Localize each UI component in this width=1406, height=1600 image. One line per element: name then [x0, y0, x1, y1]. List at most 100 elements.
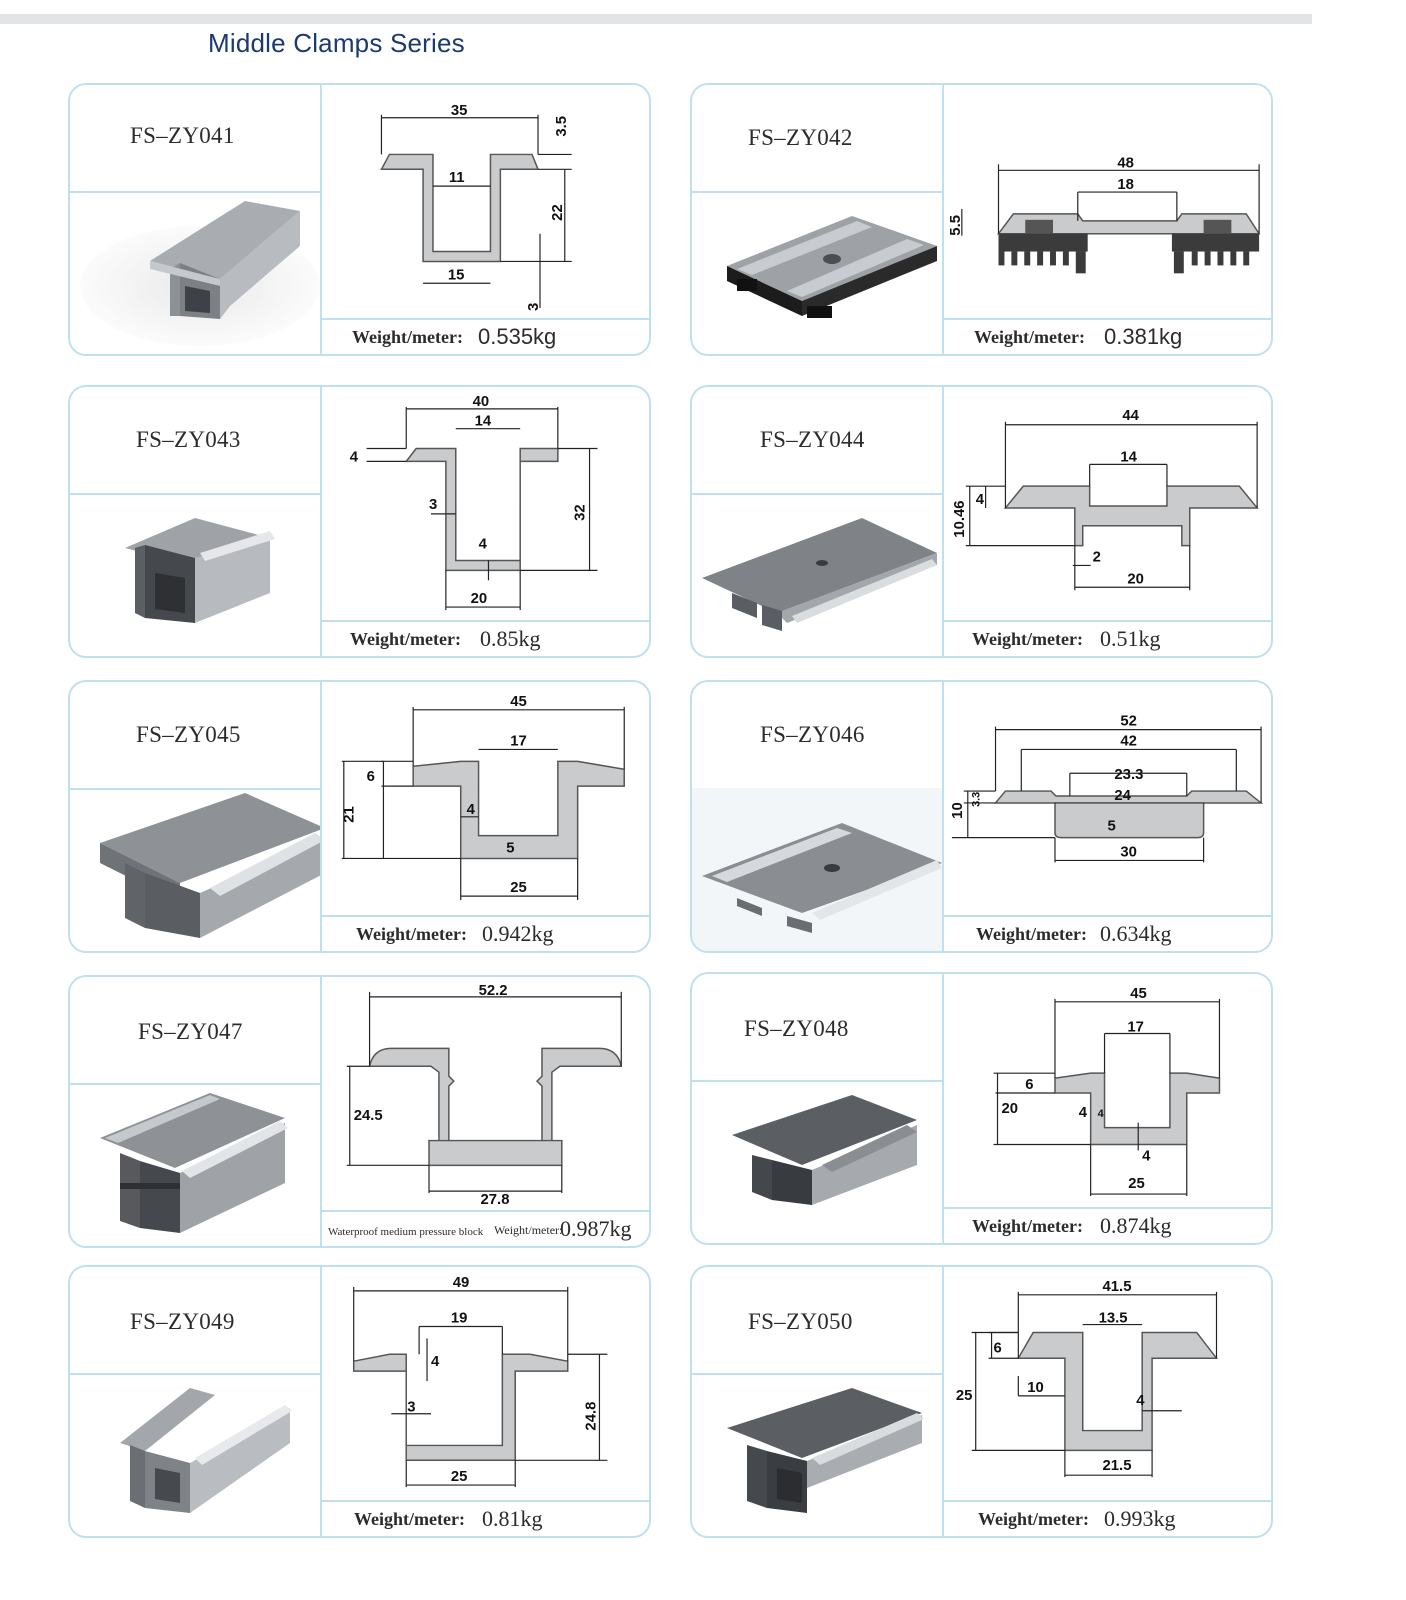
dimension-label: 4 — [1142, 1148, 1151, 1164]
dimension-label: 10 — [1027, 1380, 1044, 1396]
product-card: FS–ZY042 — [690, 83, 1273, 356]
cross-section-drawing: 52 42 23.3 24 3.3 10 5 30 — [944, 682, 1271, 917]
dimension-label: 3 — [429, 497, 437, 513]
product-card: FS–ZY050 41.5 13.5 6 — [690, 1265, 1273, 1538]
product-code: FS–ZY048 — [744, 1016, 849, 1041]
weight-value: 0.51kg — [1100, 626, 1161, 651]
product-info: FS–ZY050 — [692, 1267, 944, 1536]
product-photo — [70, 1083, 320, 1246]
weight-value: 0.942kg — [482, 921, 554, 946]
dimension-label: 23.3 — [1114, 767, 1143, 783]
dimension-label: 21.5 — [1103, 1458, 1132, 1474]
dimension-label: 11 — [449, 170, 465, 186]
weight-row: Weight/meter: 0.874kg — [944, 1207, 1271, 1243]
product-photo — [70, 788, 320, 951]
product-spec: 45 17 6 20 4 4 4 25 Weight/meter: 0.874k… — [944, 974, 1271, 1243]
weight-row: Weight/meter: 0.85kg — [322, 620, 649, 656]
product-photo — [70, 191, 320, 354]
weight-row: Weight/meter: 0.535kg — [322, 318, 649, 354]
dimension-label: 17 — [1127, 1020, 1144, 1036]
code-cell: FS–ZY043 — [70, 387, 320, 495]
product-card: FS–ZY045 45 17 — [68, 680, 651, 953]
cross-section-drawing: 45 17 6 20 4 4 4 25 — [944, 974, 1271, 1209]
weight-value: 0.81kg — [482, 1506, 543, 1531]
product-card: FS–ZY044 44 14 4 — [690, 385, 1273, 658]
cross-section-drawing: 41.5 13.5 6 25 10 4 21.5 — [944, 1267, 1271, 1502]
dimension-label: 14 — [475, 414, 492, 430]
dimension-label: 4 — [1136, 1393, 1145, 1409]
weight-row: Weight/meter: 0.51kg — [944, 620, 1271, 656]
code-cell: FS–ZY041 — [70, 85, 320, 193]
dimension-label: 5 — [506, 841, 514, 857]
product-photo — [692, 493, 942, 656]
weight-label: Weight/meter: — [350, 629, 461, 649]
code-cell: FS–ZY045 — [70, 682, 320, 790]
dimension-label: 20 — [1127, 571, 1144, 587]
product-photo — [692, 1373, 942, 1536]
product-spec: 35 11 15 22 3.5 3 Weight/meter: 0.535kg — [322, 85, 649, 354]
product-spec: 48 18 5.5 Weight/meter: 0.381kg — [944, 85, 1271, 354]
weight-label: Weight/meter: — [972, 1216, 1083, 1236]
dimension-label: 17 — [510, 733, 527, 749]
dimension-label: 3 — [407, 1400, 415, 1416]
dimension-label: 22 — [550, 204, 566, 221]
dimension-label: 4 — [1079, 1105, 1088, 1121]
weight-value: 0.993kg — [1104, 1506, 1176, 1531]
product-code: FS–ZY044 — [760, 427, 865, 452]
product-info: FS–ZY047 — [70, 977, 322, 1246]
product-card: FS–ZY043 40 14 4 3 — [68, 385, 651, 658]
dimension-label: 3.3 — [971, 792, 983, 807]
product-code: FS–ZY046 — [760, 722, 865, 747]
dimension-label: 24.5 — [354, 1108, 383, 1124]
product-spec: 49 19 4 3 24.8 25 Weight/meter: 0.81kg — [322, 1267, 649, 1536]
dimension-label: 4 — [431, 1354, 440, 1370]
product-spec: 44 14 4 10.46 2 20 Weight/meter: 0.51kg — [944, 387, 1271, 656]
dimension-label: 25 — [956, 1388, 973, 1404]
dimension-label: 21 — [342, 806, 358, 823]
code-cell: FS–ZY044 — [692, 387, 942, 495]
weight-value: 0.987kg — [560, 1216, 632, 1241]
product-info: FS–ZY043 — [70, 387, 322, 656]
dimension-label: 49 — [453, 1275, 470, 1291]
dimension-label: 14 — [1120, 449, 1137, 465]
dimension-label: 4 — [976, 492, 985, 508]
top-rule — [0, 14, 1312, 24]
dimension-label: 13.5 — [1099, 1311, 1128, 1327]
cross-section-drawing: 48 18 5.5 — [944, 85, 1271, 320]
cross-section-drawing: 35 11 15 22 3.5 3 — [322, 85, 649, 320]
dimension-label: 25 — [510, 880, 527, 896]
weight-row: Waterproof medium pressure block Weight/… — [322, 1210, 649, 1246]
code-cell: FS–ZY047 — [70, 977, 320, 1085]
weight-label: Weight/meter: — [356, 924, 467, 944]
cross-section-drawing: 45 17 6 21 4 5 25 — [322, 682, 649, 917]
product-spec: 52.2 24.5 27.8 Waterproof medium pressur… — [322, 977, 649, 1246]
product-spec: 52 42 23.3 24 3.3 10 5 30 Weigh — [944, 682, 1271, 951]
dimension-label: 6 — [367, 769, 375, 785]
product-info: FS–ZY046 — [692, 682, 944, 951]
product-photo — [70, 493, 320, 656]
dimension-label: 24 — [1114, 788, 1131, 804]
product-code: FS–ZY041 — [130, 123, 235, 148]
weight-row: Weight/meter: 0.81kg — [322, 1500, 649, 1536]
code-cell: FS–ZY048 — [692, 974, 942, 1082]
product-code: FS–ZY049 — [130, 1309, 235, 1334]
product-photo — [692, 788, 942, 951]
weight-row: Weight/meter: 0.993kg — [944, 1500, 1271, 1536]
dimension-label: 32 — [573, 504, 589, 521]
weight-value: 0.535kg — [478, 324, 557, 349]
page-title: Middle Clamps Series — [208, 28, 465, 58]
dimension-label: 45 — [510, 694, 527, 710]
dimension-label: 25 — [1128, 1176, 1145, 1192]
cross-section-drawing: 40 14 4 3 4 32 20 — [322, 387, 649, 622]
dimension-label: 4 — [350, 449, 359, 465]
product-info: FS–ZY042 — [692, 85, 944, 354]
code-cell: FS–ZY046 — [692, 682, 942, 790]
product-note: Waterproof medium pressure block — [328, 1226, 484, 1238]
weight-label: Weight/meter: — [978, 1509, 1089, 1529]
dimension-label: 20 — [1001, 1101, 1018, 1117]
product-info: FS–ZY045 — [70, 682, 322, 951]
dimension-label: 30 — [1120, 844, 1137, 860]
dimension-label: 52 — [1120, 714, 1137, 730]
dimension-label: 35 — [451, 103, 468, 119]
dimension-label: 6 — [1025, 1077, 1033, 1093]
